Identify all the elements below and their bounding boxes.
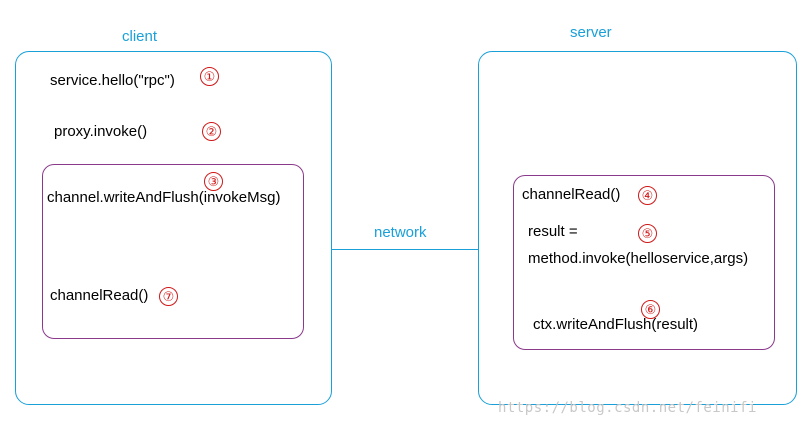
client-box bbox=[15, 51, 332, 405]
server-ctx-write: ctx.writeAndFlush(result) bbox=[533, 316, 699, 333]
server-box bbox=[478, 51, 797, 405]
server-title: server bbox=[570, 24, 612, 41]
server-channel-box bbox=[513, 175, 775, 350]
step-7-marker: ⑦ bbox=[159, 287, 178, 306]
client-call-service-hello: service.hello("rpc") bbox=[50, 72, 175, 89]
client-channel-read: channelRead() bbox=[50, 287, 149, 304]
step-4-marker: ④ bbox=[638, 186, 657, 205]
step-1-marker: ① bbox=[200, 67, 219, 86]
client-channel-write: channel.writeAndFlush(invokeMsg) bbox=[47, 189, 281, 206]
server-method-invoke: method.invoke(helloservice,args) bbox=[528, 250, 749, 267]
step-6-marker: ⑥ bbox=[641, 300, 660, 319]
server-channel-read: channelRead() bbox=[522, 186, 621, 203]
watermark: https://blog.csdn.net/feinifi bbox=[498, 400, 757, 416]
client-channel-box bbox=[42, 164, 304, 339]
network-connector-line bbox=[332, 249, 478, 250]
client-title: client bbox=[122, 28, 158, 45]
step-5-marker: ⑤ bbox=[638, 224, 657, 243]
step-2-marker: ② bbox=[202, 122, 221, 141]
server-result-assign: result = bbox=[528, 223, 578, 240]
client-call-proxy-invoke: proxy.invoke() bbox=[54, 123, 148, 140]
network-label: network bbox=[374, 224, 427, 241]
step-3-marker: ③ bbox=[204, 172, 223, 191]
